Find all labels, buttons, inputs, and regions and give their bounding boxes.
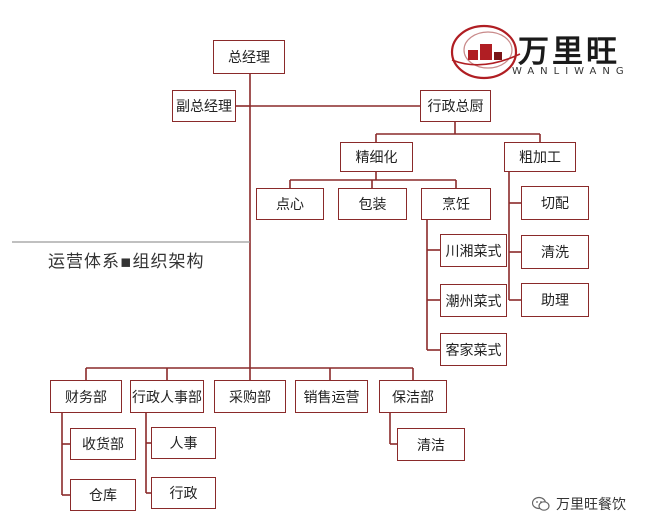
- box-sales: 销售运营: [295, 380, 368, 413]
- box-purchasing: 采购部: [214, 380, 286, 413]
- box-packaging: 包装: [338, 188, 407, 220]
- box-receiving: 收货部: [70, 428, 136, 460]
- box-fine-processing: 精细化: [340, 142, 413, 172]
- box-hr: 人事: [151, 427, 216, 459]
- box-cutting: 切配: [521, 186, 589, 220]
- box-admin-hr: 行政人事部: [130, 380, 204, 413]
- brand-name: 万里旺: [518, 34, 620, 70]
- box-washing: 清洗: [521, 235, 589, 269]
- wechat-icon: [532, 496, 550, 511]
- box-warehouse: 仓库: [70, 479, 136, 511]
- box-ceo: 总经理: [213, 40, 285, 74]
- box-chuan-xiang: 川湘菜式: [440, 234, 507, 267]
- box-cleaning-dept: 保洁部: [379, 380, 447, 413]
- box-finance: 财务部: [50, 380, 122, 413]
- box-chaozhou: 潮州菜式: [440, 284, 507, 317]
- box-rough-processing: 粗加工: [504, 142, 576, 172]
- box-cleaning: 清洁: [397, 428, 465, 461]
- box-hakka: 客家菜式: [440, 333, 507, 366]
- brand-logo-icon: [450, 24, 521, 80]
- watermark-text: 万里旺餐饮: [556, 497, 626, 513]
- box-admin: 行政: [151, 477, 216, 509]
- section-title: 运营体系▪组织架构: [48, 252, 205, 272]
- box-dim-sum: 点心: [256, 188, 324, 220]
- watermark: 万里旺餐饮: [532, 494, 626, 514]
- box-cooking: 烹饪: [421, 188, 491, 220]
- box-exec-chef: 行政总厨: [420, 90, 491, 122]
- brand-subtitle: WANLIWANG: [512, 66, 630, 77]
- box-vice-ceo: 副总经理: [172, 90, 236, 122]
- box-assistant: 助理: [521, 283, 589, 317]
